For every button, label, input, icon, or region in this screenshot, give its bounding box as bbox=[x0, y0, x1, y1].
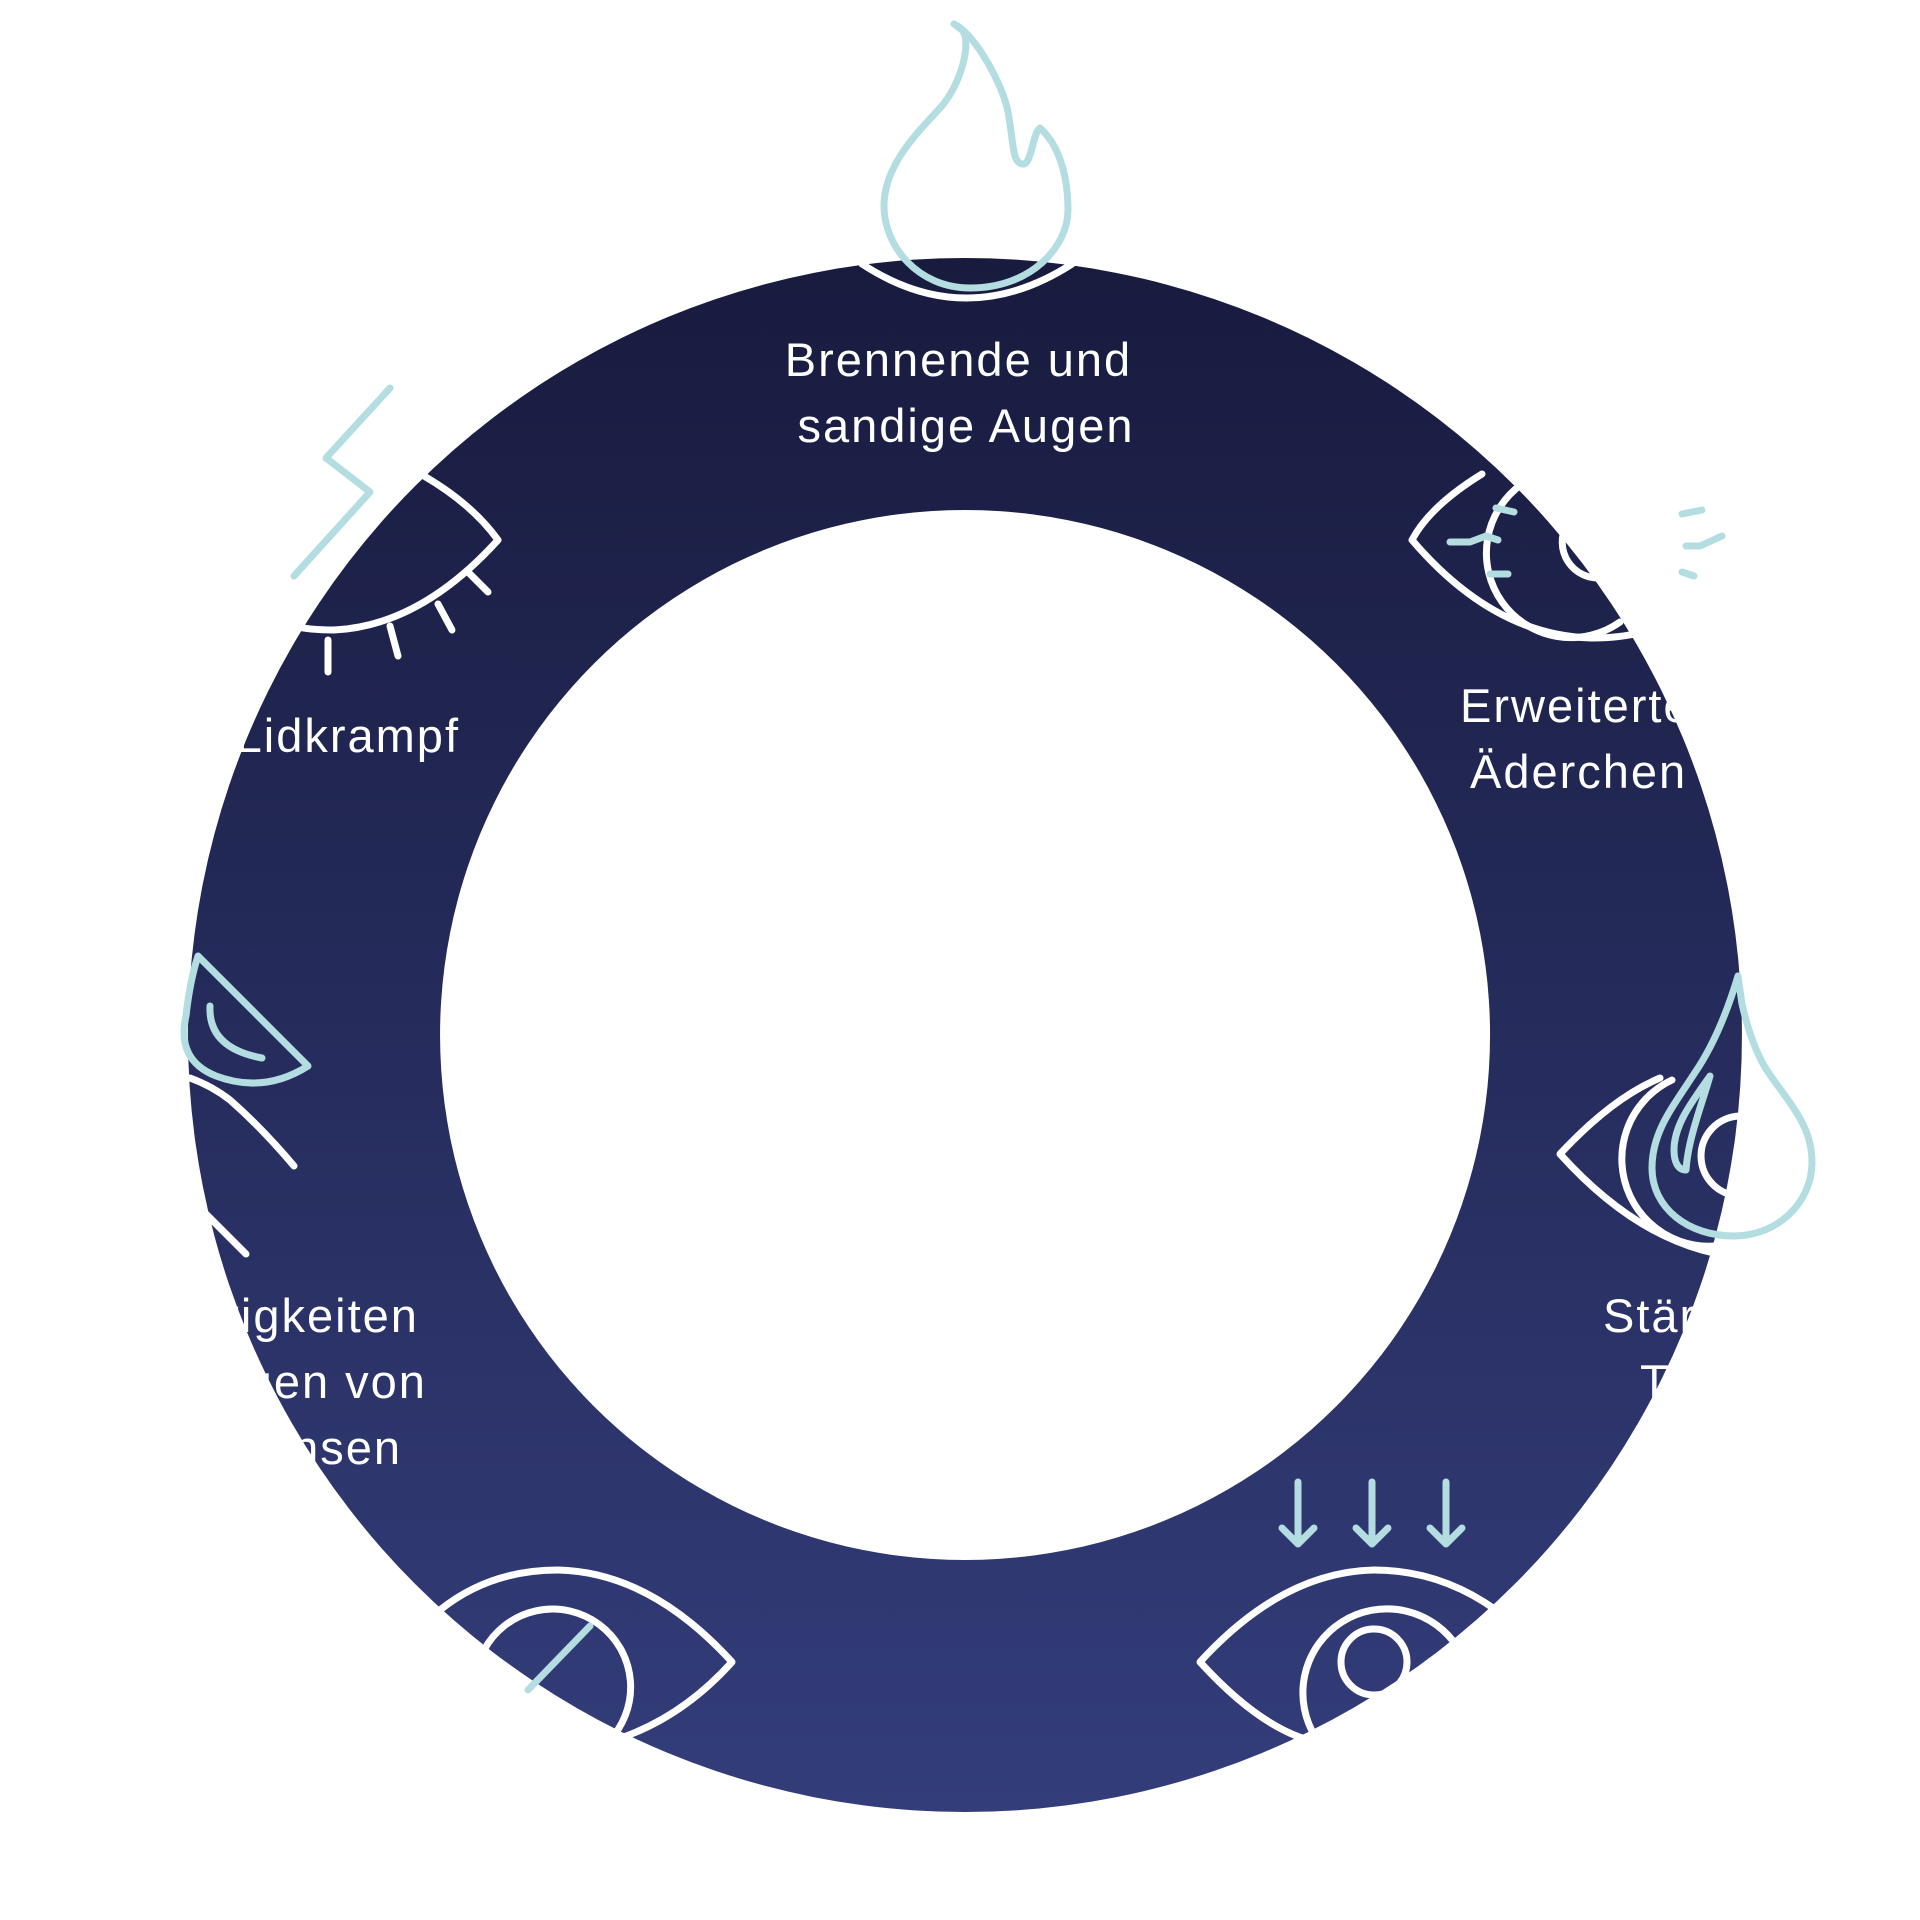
label-dilated-vessels: Erweiterte Äderchen bbox=[1460, 679, 1707, 798]
label-tearing: Stärkerer Tränenfluss bbox=[1603, 1289, 1906, 1408]
label-burning-eyes: Brennende und sandige Augen bbox=[785, 333, 1148, 452]
label-contact-lenses: Schwierigkeiten beim Tragen von Kontaktl… bbox=[47, 1289, 442, 1474]
tear-eye-icon bbox=[1556, 972, 1816, 1262]
flame-eye-icon bbox=[858, 20, 1076, 302]
pressure-eye-icon bbox=[1196, 1478, 1500, 1746]
contact-lens-eye-icon bbox=[180, 952, 312, 1258]
eyelid-spasm-icon bbox=[288, 384, 502, 676]
blurred-eye-icon bbox=[436, 1566, 736, 1746]
symptom-ring bbox=[187, 258, 1742, 1812]
label-eyelid-spasm: Lidkrampf bbox=[236, 709, 460, 762]
vessels-eye-icon bbox=[1408, 470, 1726, 642]
